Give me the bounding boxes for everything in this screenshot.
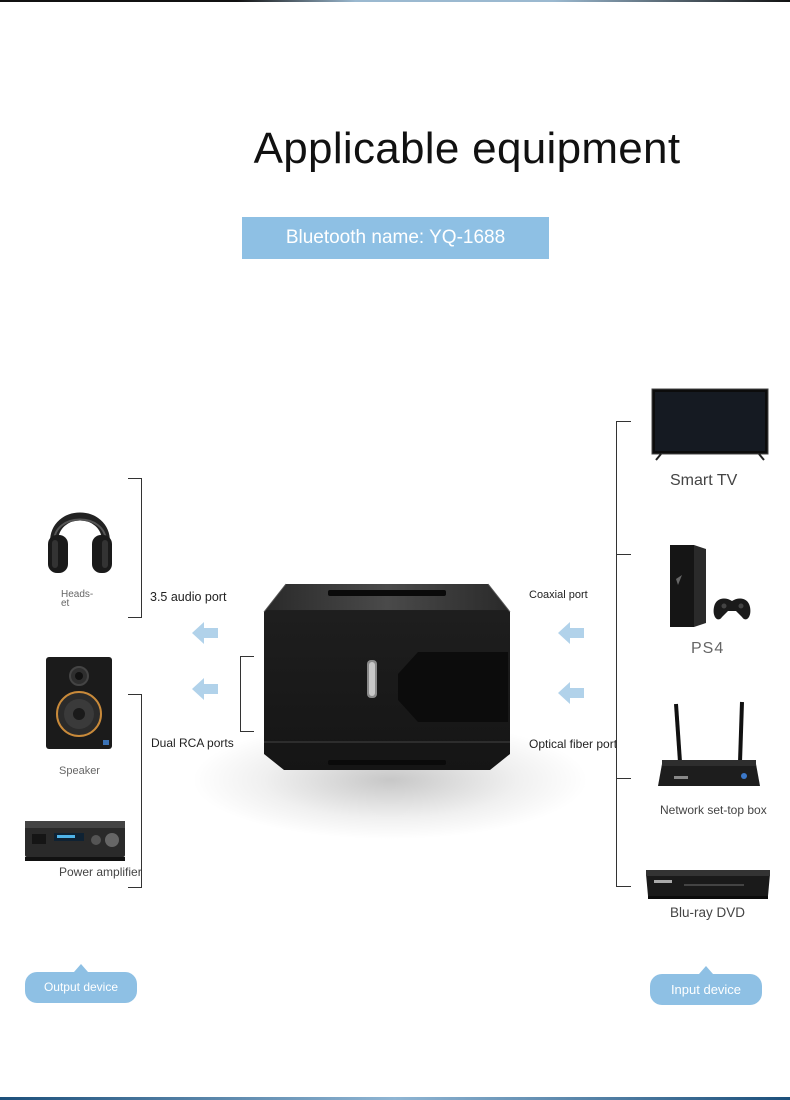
arrow-left-icon xyxy=(558,622,584,644)
bracket-speaker-amp xyxy=(128,694,142,888)
output-device-badge: Output device xyxy=(25,964,137,1003)
bracket-tick xyxy=(617,778,631,780)
speaker-label: Speaker xyxy=(59,765,100,777)
converter-device-icon xyxy=(263,583,511,770)
bracket-headphones xyxy=(128,478,142,618)
smart-tv-label: Smart TV xyxy=(670,472,738,489)
arrow-left-icon xyxy=(558,682,584,704)
top-border xyxy=(0,0,790,2)
power-amplifier-icon xyxy=(25,821,125,861)
bracket-input-devices xyxy=(616,421,631,887)
set-top-box-icon xyxy=(658,701,760,786)
ps4-label: PS4 xyxy=(691,640,725,657)
headset-label: Heads- et xyxy=(61,589,94,609)
power-amplifier-label: Power amplifier xyxy=(59,865,142,879)
bracket-rca-port xyxy=(240,656,254,732)
input-device-badge: Input device xyxy=(650,966,762,1005)
port-dual-rca: Dual RCA ports xyxy=(151,736,234,750)
headphones-icon xyxy=(48,512,112,573)
smart-tv-icon xyxy=(651,388,769,461)
bottom-border xyxy=(0,1097,790,1100)
port-optical-fiber: Optical fiber port xyxy=(529,737,618,751)
bluetooth-name-banner: Bluetooth name: YQ-1688 xyxy=(242,217,549,259)
arrow-left-icon xyxy=(192,622,218,644)
page-title: Applicable equipment xyxy=(253,124,681,173)
ps4-console-icon xyxy=(670,545,751,627)
bracket-tick xyxy=(617,554,631,556)
port-coaxial: Coaxial port xyxy=(529,589,588,601)
arrow-left-icon xyxy=(192,678,218,700)
bluray-label: Blu-ray DVD xyxy=(670,905,746,920)
port-35-audio: 3.5 audio port xyxy=(150,590,227,604)
set-top-box-label: Network set-top box xyxy=(660,803,767,817)
bluray-player-icon xyxy=(646,870,770,899)
speaker-icon xyxy=(46,657,112,749)
